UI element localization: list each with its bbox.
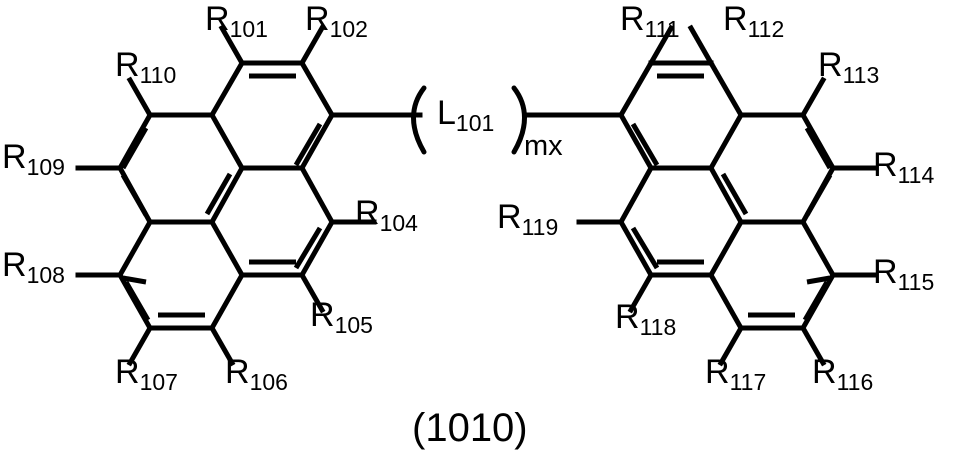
substituent-label-r114: R114 xyxy=(873,146,935,188)
linker-label: L101 xyxy=(437,94,495,136)
left-pyrene-double-bonds xyxy=(120,73,323,322)
substituent-label-r109: R109 xyxy=(2,138,65,180)
substituent-label-r111: R111 xyxy=(620,0,680,42)
substituent-label-r104: R104 xyxy=(355,194,418,236)
left-substituent-bonds xyxy=(75,24,423,367)
substituent-label-r117: R117 xyxy=(705,353,767,395)
substituent-label-r106: R106 xyxy=(225,353,288,395)
figure-caption: (1010) xyxy=(412,406,528,450)
substituent-label-r107: R107 xyxy=(115,353,178,395)
substituent-label-r101: R101 xyxy=(205,0,268,42)
substituent-label-r116: R116 xyxy=(812,353,874,395)
right-pyrene-skeleton xyxy=(617,59,837,332)
linker-close-paren-curve xyxy=(511,85,527,155)
left-pyrene-skeleton xyxy=(116,59,336,332)
right-pyrene-double-bonds xyxy=(630,73,833,322)
linker-repeat-label: mx xyxy=(524,130,563,162)
linker-parentheses xyxy=(411,85,527,155)
substituent-label-r105: R105 xyxy=(310,296,373,338)
substituent-label-r118: R118 xyxy=(615,298,677,340)
substituent-label-r113: R113 xyxy=(818,46,880,88)
substituent-label-r112: R112 xyxy=(723,0,785,42)
linker-open-paren-curve xyxy=(411,85,427,155)
substituent-label-r102: R102 xyxy=(305,0,368,42)
substituent-label-r108: R108 xyxy=(2,246,65,288)
substituent-label-r119: R119 xyxy=(497,198,559,240)
substituent-label-r115: R115 xyxy=(873,253,935,295)
right-substituent-bonds xyxy=(524,24,878,367)
substituent-label-r110: R110 xyxy=(115,46,177,88)
